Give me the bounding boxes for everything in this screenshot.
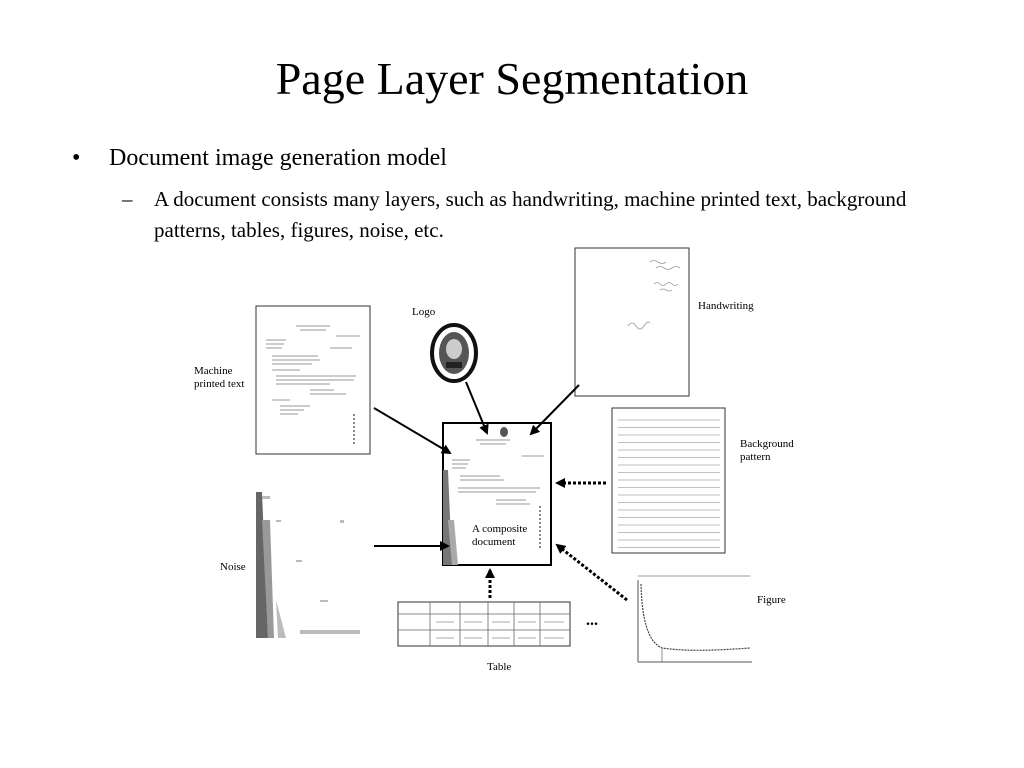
handwriting-thumbnail bbox=[574, 247, 690, 397]
bullet-level2-text: A document consists many layers, such as… bbox=[154, 187, 907, 242]
composite-document bbox=[442, 422, 552, 566]
arrow-logo bbox=[465, 381, 489, 435]
label-background-line1: Background bbox=[740, 438, 794, 450]
label-composite-line1: A composite bbox=[472, 523, 528, 535]
label-handwriting: Handwriting bbox=[698, 300, 754, 312]
table-thumbnail bbox=[397, 601, 571, 647]
label-background-pattern: Background pattern bbox=[740, 438, 794, 464]
ellipsis-more-layers: ... bbox=[586, 612, 598, 629]
dash-marker: – bbox=[122, 187, 133, 211]
label-figure: Figure bbox=[757, 594, 786, 606]
label-machine-printed: Machine printed text bbox=[194, 365, 244, 391]
page-title: Page Layer Segmentation bbox=[275, 53, 749, 104]
label-table: Table bbox=[487, 661, 512, 673]
label-noise: Noise bbox=[220, 561, 246, 573]
label-composite-line2: document bbox=[472, 536, 516, 548]
noise-thumbnail bbox=[256, 492, 369, 638]
bullet-level1-text: Document image generation model bbox=[109, 145, 447, 171]
label-machine-printed-line1: Machine bbox=[194, 365, 233, 377]
arrow-handwriting bbox=[529, 384, 580, 436]
label-composite-document: A composite document bbox=[472, 523, 527, 549]
figure-thumbnail bbox=[637, 575, 752, 663]
label-logo: Logo bbox=[412, 306, 436, 318]
machine-printed-text-thumbnail bbox=[255, 305, 371, 455]
label-machine-printed-line2: printed text bbox=[194, 378, 245, 390]
bullet-marker: • bbox=[72, 145, 81, 171]
label-background-line2: pattern bbox=[740, 451, 771, 463]
arrow-machine-printed bbox=[373, 407, 452, 455]
background-pattern-thumbnail bbox=[611, 407, 726, 554]
logo-seal-thumbnail bbox=[430, 323, 478, 383]
